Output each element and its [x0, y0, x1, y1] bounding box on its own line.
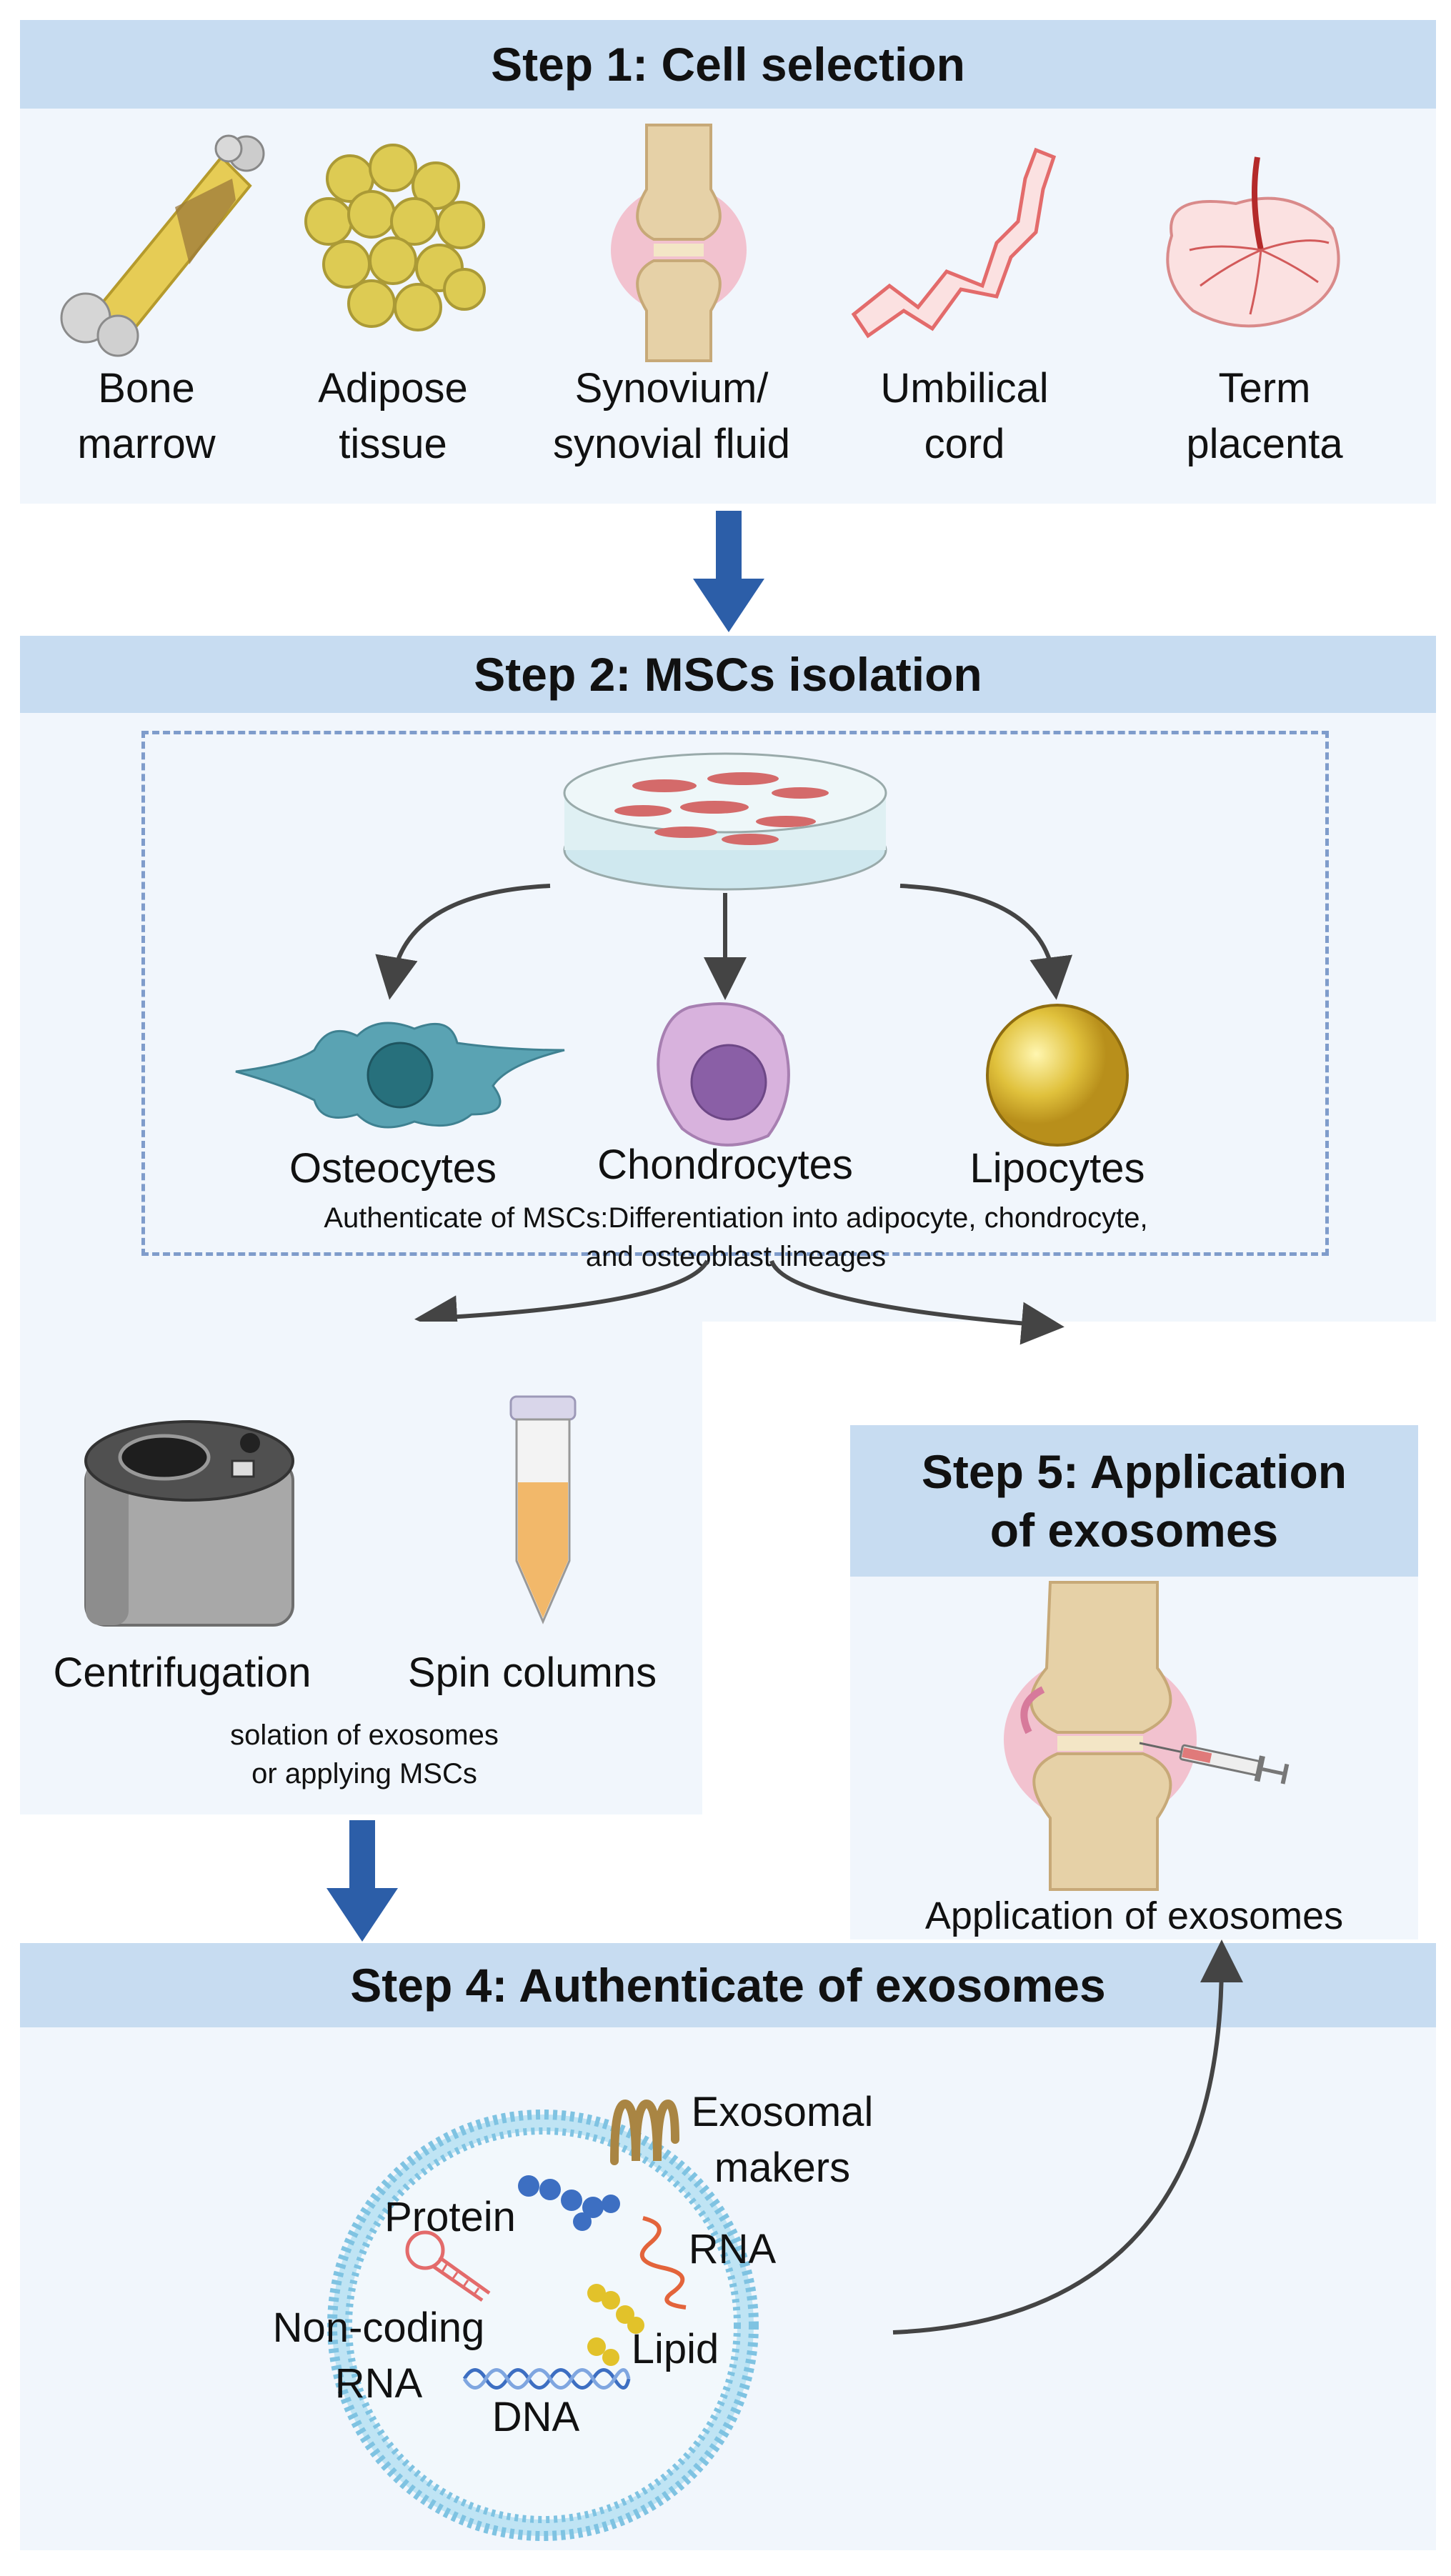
split-arrows [414, 1259, 1064, 1345]
rna-icon [639, 2216, 687, 2310]
flow-arrow-down-icon [326, 1820, 398, 1942]
label-dna: DNA [492, 2394, 580, 2440]
spin-column-icon [509, 1395, 577, 1624]
centrifuge-icon [84, 1420, 294, 1627]
protein-icon [518, 2175, 620, 2231]
label-rna: RNA [688, 2226, 777, 2272]
step2-title: Step 2: MSCs isolation [20, 636, 1436, 713]
lipocyte-icon [986, 1004, 1129, 1147]
lineage-arrows [375, 884, 1073, 1000]
osteocyte-icon [235, 1022, 565, 1129]
method-label-centrifugation: Centrifugation [53, 1649, 311, 1696]
petri-dish-icon [563, 752, 887, 891]
knee-joint-icon [611, 124, 747, 362]
differentiation-box [141, 731, 1329, 1256]
lipid-icon [587, 2284, 644, 2366]
lineage-label-chondrocytes: Chondrocytes [597, 1142, 853, 1188]
source-label-synovium: Synovium/synovial fluid [552, 365, 791, 467]
bone-icon [60, 134, 265, 357]
knee-injection-icon [1004, 1581, 1290, 1891]
umbilical-cord-icon [851, 147, 1057, 339]
step1-title: Step 1: Cell selection [20, 20, 1436, 109]
exosomal-marker-icon [610, 2099, 679, 2165]
adipose-icon [304, 144, 486, 331]
ncrna-icon [405, 2230, 491, 2302]
step5-caption: Application of exosomes [924, 1894, 1344, 1937]
curved-arrow-up-icon [892, 1940, 1243, 2335]
chondrocyte-icon [657, 1002, 790, 1147]
step4-title: Step 4: Authenticate of exosomes [20, 1943, 1436, 2027]
lineage-label-lipocytes: Lipocytes [969, 1145, 1145, 1192]
method-label-spin-columns: Spin columns [407, 1649, 657, 1696]
lineage-label-osteocytes: Osteocytes [289, 1145, 497, 1192]
flow-arrow-down-icon [693, 511, 764, 632]
placenta-icon [1166, 156, 1340, 328]
label-lipid: Lipid [631, 2326, 719, 2372]
dna-icon [462, 2368, 631, 2390]
msc-authentication-note: Authenticate of MSCs:Differentiation int… [324, 1202, 1148, 1272]
label-protein: Protein [384, 2194, 516, 2240]
